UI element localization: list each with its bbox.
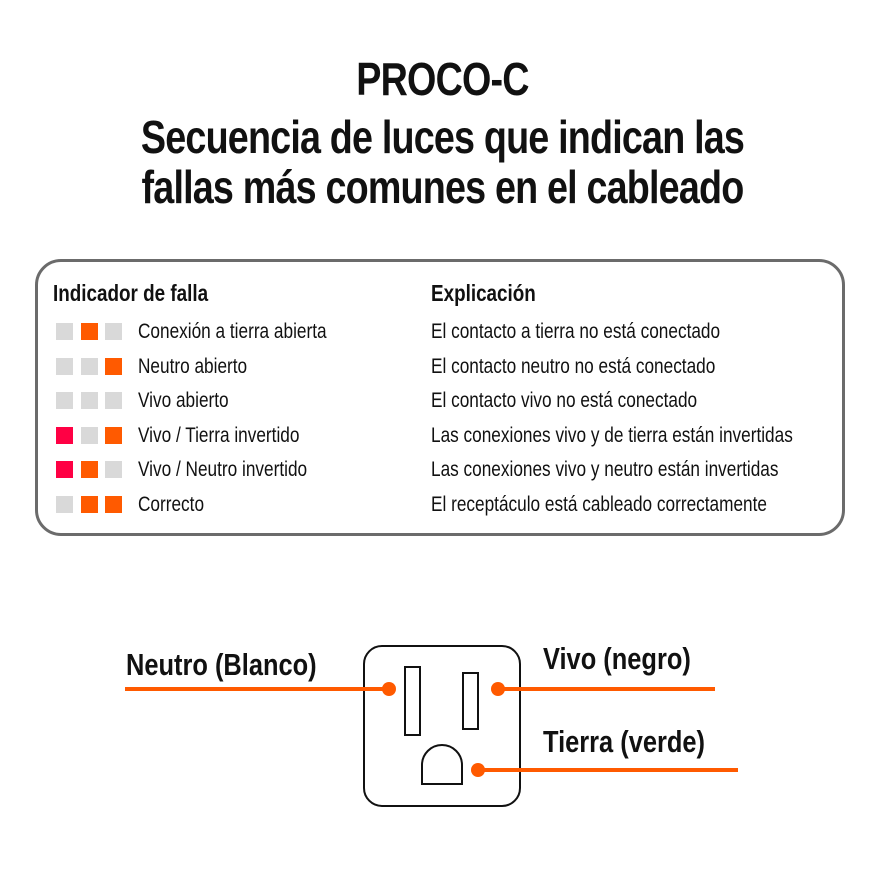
indicator-light-icon	[80, 426, 98, 444]
fault-explanation: El contacto a tierra no está conectado	[431, 320, 721, 343]
subtitle-line-1: Secuencia de luces que indican las	[140, 111, 745, 163]
neutral-dot	[382, 682, 396, 696]
fault-table: Indicador de falla Explicación Conexión …	[35, 259, 845, 536]
indicator-light-icon	[56, 426, 73, 444]
indicator-light-icon	[56, 461, 73, 478]
fault-explanation: Las conexiones vivo y neutro están inver…	[431, 458, 779, 481]
fault-label: Vivo abierto	[138, 389, 229, 412]
indicator-light-icon	[56, 357, 73, 375]
ground-dot	[471, 763, 485, 777]
fault-row: Vivo / Neutro invertido Las conexiones vi…	[38, 455, 842, 485]
indicator-header: Indicador de falla	[53, 280, 209, 306]
indicator-light-icon	[105, 357, 122, 375]
neutral-label: Neutro (Blanco)	[126, 647, 317, 682]
fault-row: Neutro abierto El contacto neutro no está…	[38, 352, 842, 382]
indicator-light-icon	[56, 323, 73, 340]
wire-lines	[125, 682, 738, 777]
indicator-light-icon	[80, 392, 98, 409]
indicator-light-icon	[105, 495, 122, 513]
fault-row: Vivo abierto El contacto vivo no está con…	[38, 386, 842, 416]
indicator-light-icon	[105, 461, 122, 478]
outlet-icon	[363, 645, 521, 807]
ground-hole	[421, 744, 463, 785]
indicator-light-icon	[105, 392, 122, 409]
live-slot	[462, 672, 479, 730]
product-title: PROCO-C	[356, 53, 529, 105]
fault-explanation: El receptáculo está cableado correctamen…	[431, 492, 767, 516]
fault-row: Conexión a tierra abierta El contacto a t…	[38, 317, 842, 347]
fault-label: Neutro abierto	[138, 354, 248, 378]
indicator-light-icon	[80, 461, 98, 478]
fault-label: Vivo / Tierra invertido	[138, 423, 300, 447]
neutral-slot	[404, 666, 421, 736]
subtitle-line-2: fallas más comunes en el cableado	[141, 161, 745, 213]
indicator-light-icon	[56, 392, 73, 409]
fault-explanation: El contacto vivo no está conectado	[431, 389, 698, 412]
fault-explanation: Las conexiones vivo y de tierra están in…	[431, 423, 793, 447]
fault-label: Conexión a tierra abierta	[138, 320, 327, 343]
explanation-header: Explicación	[431, 280, 536, 306]
live-dot	[491, 682, 505, 696]
indicator-light-icon	[80, 357, 98, 375]
fault-row: Correcto El receptáculo está cableado cor…	[38, 490, 842, 520]
indicator-light-icon	[105, 323, 122, 340]
fault-label: Correcto	[138, 492, 205, 516]
indicator-light-icon	[80, 495, 98, 513]
fault-label: Vivo / Neutro invertido	[138, 458, 308, 481]
live-label: Vivo (negro)	[543, 641, 691, 676]
fault-row: Vivo / Tierra invertido Las conexiones vi…	[38, 421, 842, 451]
indicator-light-icon	[105, 426, 122, 444]
fault-explanation: El contacto neutro no está conectado	[431, 354, 716, 378]
ground-label: Tierra (verde)	[543, 724, 706, 759]
indicator-light-icon	[80, 323, 98, 340]
indicator-light-icon	[56, 495, 73, 513]
